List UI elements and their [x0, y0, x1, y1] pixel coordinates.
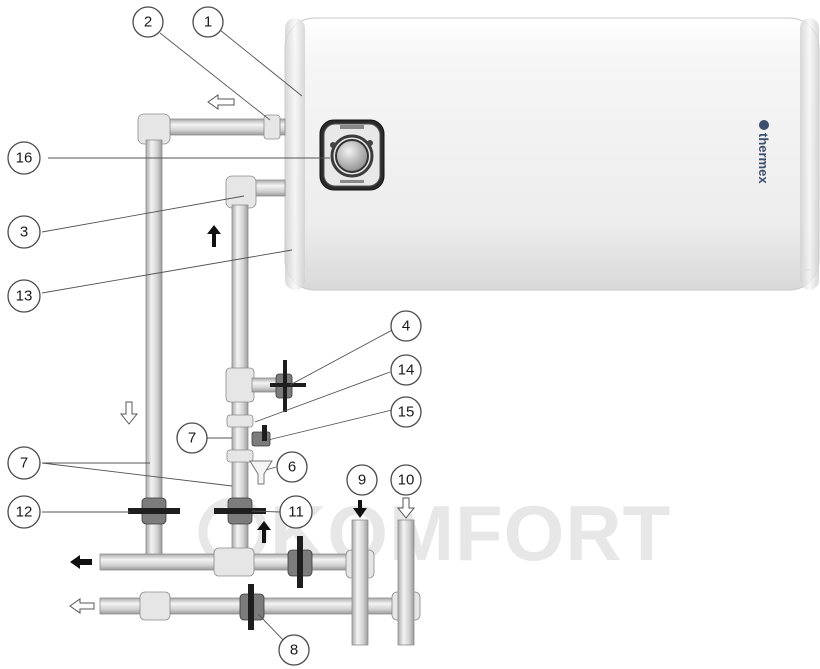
callout-7-left: 7: [7, 446, 41, 480]
callout-2: 2: [132, 6, 164, 38]
svg-text:1: 1: [204, 14, 212, 31]
callout-4: 4: [390, 310, 422, 342]
water-heater-tank: thermex: [284, 17, 820, 291]
callout-9: 9: [346, 464, 378, 496]
cold-supply-riser: [351, 519, 369, 646]
callout-3: 3: [7, 215, 41, 249]
mixing-valve: [239, 584, 265, 630]
arrow-hot-out-2-icon: [69, 598, 95, 614]
callout-10: 10: [390, 464, 422, 496]
callout-15: 15: [390, 396, 422, 428]
safety-valve: [226, 414, 271, 463]
svg-text:16: 16: [16, 150, 33, 167]
callout-14: 14: [390, 354, 422, 386]
svg-text:7: 7: [20, 455, 28, 472]
arrow-cold-in-icon: [353, 500, 367, 518]
flow-arrows: [69, 94, 416, 614]
callout-12: 12: [7, 495, 41, 529]
hot-water-outlet-pipe: [137, 113, 286, 561]
callouts: 1 2 3 4 6 7 7 8 9 10 11 12 13 14 15 16: [7, 6, 422, 666]
svg-text:10: 10: [398, 472, 415, 489]
svg-text:12: 12: [16, 504, 33, 521]
callout-13: 13: [7, 279, 41, 313]
svg-text:8: 8: [290, 642, 298, 659]
svg-text:15: 15: [398, 404, 415, 421]
svg-text:9: 9: [358, 472, 366, 489]
svg-text:14: 14: [398, 362, 415, 379]
drain-valve-tee: [225, 360, 306, 412]
arrow-hot-in-icon: [396, 497, 416, 519]
leader-lines: [41, 29, 397, 646]
svg-text:3: 3: [20, 224, 28, 241]
control-panel: [319, 119, 385, 191]
heater-brand-logo: thermex: [756, 120, 771, 184]
arrow-cold-out-icon: [70, 555, 92, 569]
callout-8: 8: [278, 634, 310, 666]
drain-funnel: [249, 460, 273, 485]
svg-text:6: 6: [288, 459, 296, 476]
arrow-up-cold-icon: [207, 225, 221, 247]
svg-text:2: 2: [144, 14, 152, 31]
svg-text:7: 7: [188, 430, 196, 447]
callout-16: 16: [7, 141, 41, 175]
heater-brand-text: thermex: [756, 133, 771, 184]
callout-1: 1: [192, 6, 224, 38]
bypass-valve: [287, 536, 313, 588]
callout-6: 6: [276, 451, 308, 483]
svg-text:11: 11: [288, 504, 304, 521]
arrow-up-cold-2-icon: [257, 521, 271, 543]
arrow-hot-out-icon: [207, 94, 235, 110]
hot-supply-riser: [397, 519, 415, 646]
shutoff-valve-hot: [128, 497, 180, 525]
callout-7-valve: 7: [176, 422, 208, 454]
arrow-down-hot-icon: [119, 401, 139, 425]
svg-text:13: 13: [16, 288, 33, 305]
callout-11: 11: [279, 495, 313, 529]
svg-text:4: 4: [402, 318, 410, 335]
